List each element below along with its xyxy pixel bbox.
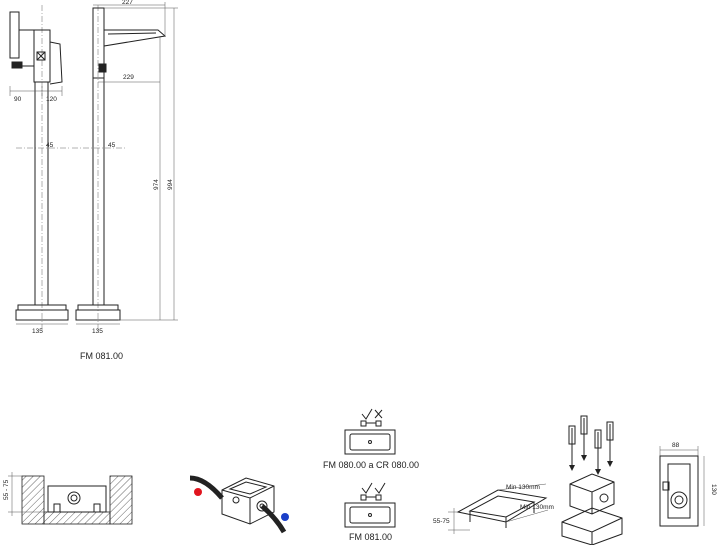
box-dimensions: 88 130 [659, 442, 717, 527]
screw-icon [568, 415, 614, 475]
hot-hose [189, 475, 224, 500]
basin-a [344, 429, 396, 455]
dim-niche-min-a: Min 130mm [506, 484, 540, 491]
floor-bottom-slab [43, 511, 111, 525]
dim-side-135: 135 [92, 328, 103, 335]
front-base [15, 309, 69, 321]
niche-top [456, 489, 548, 523]
front-view: 90 120 45 135 [9, 5, 70, 335]
dim-side-994: 994 [167, 179, 174, 190]
option-b: FM 081.00 [344, 482, 396, 542]
connection-illustration [189, 475, 289, 534]
option-b-label: FM 081.00 [349, 532, 392, 542]
hand-shower-holder [11, 61, 23, 69]
lever-handle [49, 41, 63, 85]
dim-niche-min-b: Min 130mm [520, 504, 554, 511]
dim-side-45: 45 [108, 142, 116, 149]
floor-left-wall [21, 475, 45, 525]
diverter-icon [36, 51, 46, 61]
dim-front-120: 120 [46, 96, 57, 103]
cold-water-icon [281, 513, 289, 521]
dim-depth-55-75: 55 - 75 [3, 479, 10, 500]
mixer-body [33, 29, 51, 83]
dim-side-227: 227 [122, 0, 133, 6]
box-inlet-port [67, 491, 81, 505]
basin-b [344, 502, 396, 528]
side-base [75, 309, 121, 321]
cross-icon [374, 409, 383, 419]
check-icon [374, 482, 386, 494]
side-shower-outlet [98, 63, 107, 73]
hot-water-icon [194, 488, 202, 496]
dim-side-974: 974 [153, 179, 160, 190]
floor-right-wall [109, 475, 133, 525]
dim-front-90: 90 [14, 96, 22, 103]
option-a: FM 080.00 a CR 080.00 [323, 408, 419, 470]
iso-box [221, 477, 275, 525]
anchored-box [569, 473, 615, 515]
option-a-label: FM 080.00 a CR 080.00 [323, 460, 419, 470]
dim-front-45: 45 [46, 142, 54, 149]
dim-box-130: 130 [710, 484, 717, 495]
installation-box [47, 485, 107, 513]
side-spout [103, 29, 167, 47]
floor-niche: Min 130mm Min 130mm 55-75 [433, 483, 554, 534]
check-icon [361, 408, 373, 420]
hand-shower [9, 11, 20, 59]
floor-section: 55 - 75 [3, 472, 133, 525]
check-icon [361, 482, 373, 494]
dim-box-88: 88 [672, 442, 680, 449]
product-code: FM 081.00 [80, 351, 123, 361]
dim-side-229: 229 [123, 74, 134, 81]
dim-niche-depth: 55-75 [433, 518, 450, 525]
cold-hose [260, 504, 287, 534]
side-view: 227 229 45 974 994 135 [72, 0, 178, 335]
anchoring-illustration [561, 415, 623, 545]
dim-front-135: 135 [32, 328, 43, 335]
box-front [659, 455, 699, 527]
